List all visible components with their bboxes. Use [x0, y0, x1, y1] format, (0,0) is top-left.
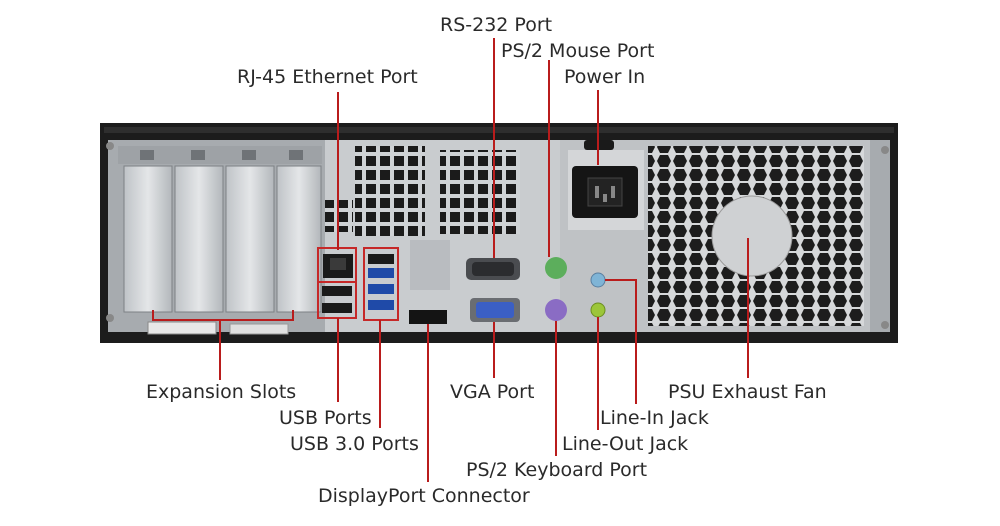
label-rs232-port: RS-232 Port [440, 14, 552, 36]
label-vga-port: VGA Port [450, 381, 534, 403]
label-power-in: Power In [564, 66, 645, 88]
label-ps2-mouse-port: PS/2 Mouse Port [501, 40, 654, 62]
label-displayport-connector: DisplayPort Connector [318, 485, 530, 507]
label-expansion-slots: Expansion Slots [146, 381, 296, 403]
serial-port-shape [466, 258, 520, 280]
vga-port-shape [470, 298, 520, 322]
label-line-out-jack: Line-Out Jack [562, 433, 688, 455]
label-usb-ports: USB Ports [279, 407, 372, 429]
usb-ports-shape [322, 254, 394, 313]
psu [560, 140, 870, 332]
labels: RS-232 Port PS/2 Mouse Port Power In RJ-… [146, 14, 827, 507]
label-ps2-keyboard-port: PS/2 Keyboard Port [466, 459, 647, 481]
expansion-slots [118, 146, 322, 335]
ethernet-port-shape [323, 254, 353, 278]
displayport-shape [409, 310, 447, 324]
ps2-ports-shape [545, 257, 567, 321]
label-usb3-ports: USB 3.0 Ports [290, 433, 419, 455]
label-psu-exhaust-fan: PSU Exhaust Fan [668, 381, 827, 403]
pointer-lines [152, 38, 749, 482]
label-line-in-jack: Line-In Jack [600, 407, 709, 429]
label-rj45-ethernet-port: RJ-45 Ethernet Port [237, 66, 418, 88]
